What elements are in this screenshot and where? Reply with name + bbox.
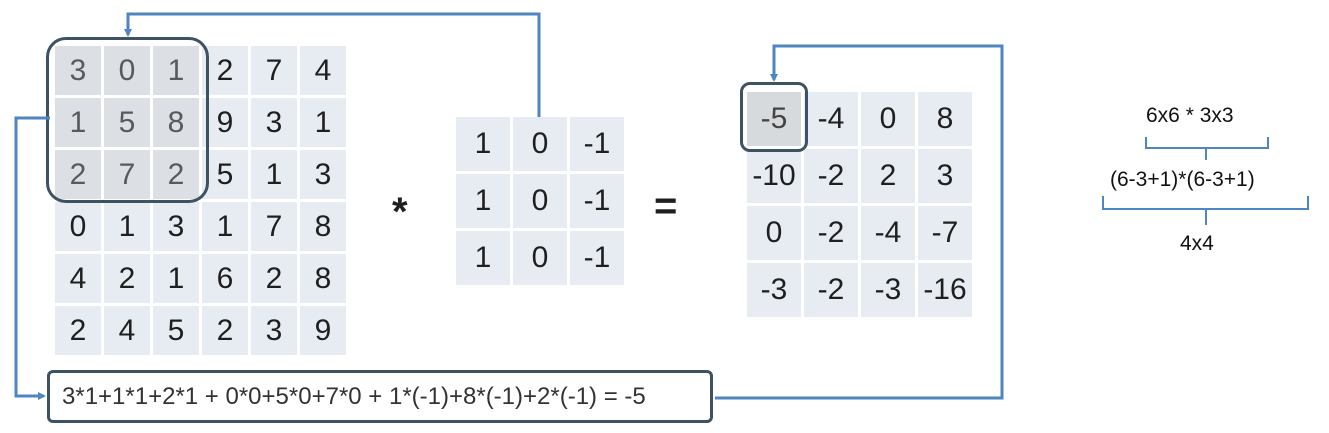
input-cell: 2 (55, 150, 101, 199)
size-calc-middle: (6-3+1)*(6-3+1) (1110, 168, 1255, 191)
input-cell: 2 (251, 254, 297, 303)
input-cell: 8 (153, 98, 199, 147)
input-cell: 7 (104, 150, 150, 199)
input-cell: 3 (55, 46, 101, 95)
output-cell: 2 (861, 149, 915, 203)
input-cell: 1 (104, 202, 150, 251)
input-cell: 7 (251, 46, 297, 95)
convolution-operator: * (392, 190, 408, 234)
kernel-cell: -1 (570, 231, 624, 285)
input-cell: 7 (251, 202, 297, 251)
input-cell: 9 (300, 306, 346, 355)
input-cell: 1 (300, 98, 346, 147)
input-cell: 3 (153, 202, 199, 251)
input-cell: 1 (55, 98, 101, 147)
output-cell: -4 (804, 92, 858, 146)
size-calc-bottom: 4x4 (1180, 232, 1214, 255)
output-cell: -10 (747, 149, 801, 203)
output-cell: 0 (861, 92, 915, 146)
output-cell: -4 (861, 206, 915, 260)
size-calc-top-bracket (1145, 137, 1269, 160)
input-cell: 0 (104, 46, 150, 95)
kernel-cell: -1 (570, 117, 624, 171)
kernel-cell: 1 (456, 231, 510, 285)
kernel-cell: 0 (513, 117, 567, 171)
input-cell: 8 (300, 254, 346, 303)
input-cell: 6 (202, 254, 248, 303)
output-cell: 0 (747, 206, 801, 260)
input-cell: 2 (104, 254, 150, 303)
input-cell: 4 (300, 46, 346, 95)
input-cell: 3 (300, 150, 346, 199)
output-cell: -2 (804, 149, 858, 203)
input-cell: 1 (153, 254, 199, 303)
formula-to-output-arrow (715, 44, 1004, 400)
input-cell: 1 (251, 150, 297, 199)
kernel-cell: -1 (570, 174, 624, 228)
input-cell: 2 (202, 306, 248, 355)
input-cell: 1 (153, 46, 199, 95)
input-cell: 2 (55, 306, 101, 355)
calculation-formula: 3*1+1*1+2*1 + 0*0+5*0+7*0 + 1*(-1)+8*(-1… (47, 370, 713, 423)
size-calc-bottom-bracket (1102, 196, 1309, 225)
input-cell: 3 (251, 98, 297, 147)
input-cell: 4 (55, 254, 101, 303)
output-cell: -3 (747, 263, 801, 317)
input-cell: 2 (153, 150, 199, 199)
output-cell: -2 (804, 263, 858, 317)
input-to-formula-arrow (14, 116, 50, 400)
output-cell: -7 (918, 206, 972, 260)
kernel-cell: 1 (456, 117, 510, 171)
input-cell: 0 (55, 202, 101, 251)
input-cell: 5 (153, 306, 199, 355)
input-cell: 9 (202, 98, 248, 147)
size-calc-top: 6x6 * 3x3 (1146, 104, 1234, 127)
input-cell: 2 (202, 46, 248, 95)
input-cell: 8 (300, 202, 346, 251)
output-cell: 3 (918, 149, 972, 203)
equals-operator: = (654, 184, 678, 228)
kernel-to-input-arrow (124, 12, 541, 117)
input-cell: 3 (251, 306, 297, 355)
kernel-cell: 0 (513, 174, 567, 228)
output-cell: -16 (918, 263, 972, 317)
kernel-cell: 1 (456, 174, 510, 228)
output-cell: -3 (861, 263, 915, 317)
kernel-cell: 0 (513, 231, 567, 285)
input-cell: 1 (202, 202, 248, 251)
input-cell: 5 (202, 150, 248, 199)
output-cell: -5 (747, 92, 801, 146)
output-cell: -2 (804, 206, 858, 260)
input-cell: 5 (104, 98, 150, 147)
output-cell: 8 (918, 92, 972, 146)
input-cell: 4 (104, 306, 150, 355)
